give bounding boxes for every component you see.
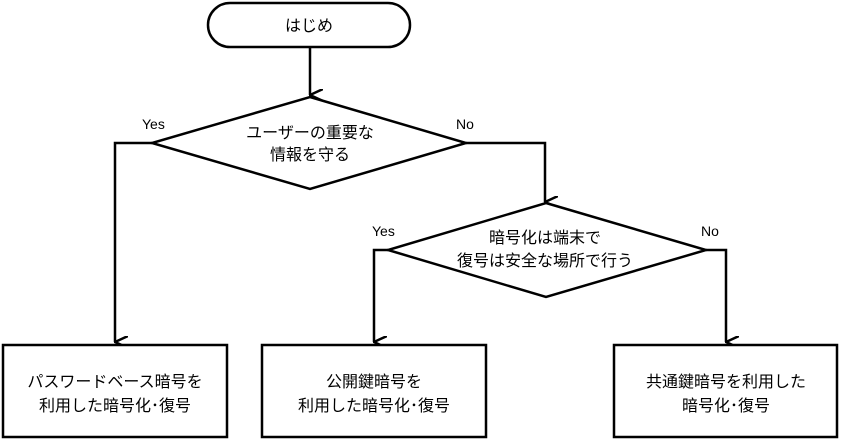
- outcome-password-line2: 利用した暗号化･復号: [39, 396, 191, 415]
- start-terminator: [206, 1, 412, 49]
- connectors: [113, 47, 726, 342]
- connector-decision1-no: [466, 141, 545, 202]
- outcome-password-line1: パスワードベース暗号を: [27, 372, 202, 391]
- start-label: はじめ: [285, 16, 333, 35]
- decision2-label-line2: 復号は安全な場所で行う: [457, 251, 633, 270]
- decision1-label-line1: ユーザーの重要な: [246, 123, 374, 142]
- outcome-box-password-based: [1, 343, 229, 439]
- outcome-common-key-line1: 共通鍵暗号を利用した: [646, 372, 806, 391]
- connector-decision2-no: [706, 248, 726, 342]
- outcome-box-public-key: [260, 343, 488, 439]
- outcome-public-key-line2: 利用した暗号化･復号: [298, 396, 450, 415]
- outcome-common-key-line2: 暗号化･復号: [682, 396, 770, 415]
- decision1-yes-label: Yes: [142, 116, 165, 132]
- outcome-box-common-key: [612, 343, 839, 439]
- connector-decision1-yes: [113, 141, 152, 342]
- connector-decision2-yes: [372, 248, 388, 342]
- decision2-label-line1: 暗号化は端末で: [489, 228, 601, 247]
- decision1-no-label: No: [456, 116, 474, 132]
- decision1-label-line2: 情報を守る: [270, 145, 350, 164]
- decision2-no-label: No: [701, 223, 719, 239]
- outcome-public-key-line1: 公開鍵暗号を: [326, 372, 422, 391]
- decision2-diamond: [383, 201, 711, 299]
- decision2-yes-label: Yes: [372, 223, 395, 239]
- decision1-diamond: [147, 95, 471, 191]
